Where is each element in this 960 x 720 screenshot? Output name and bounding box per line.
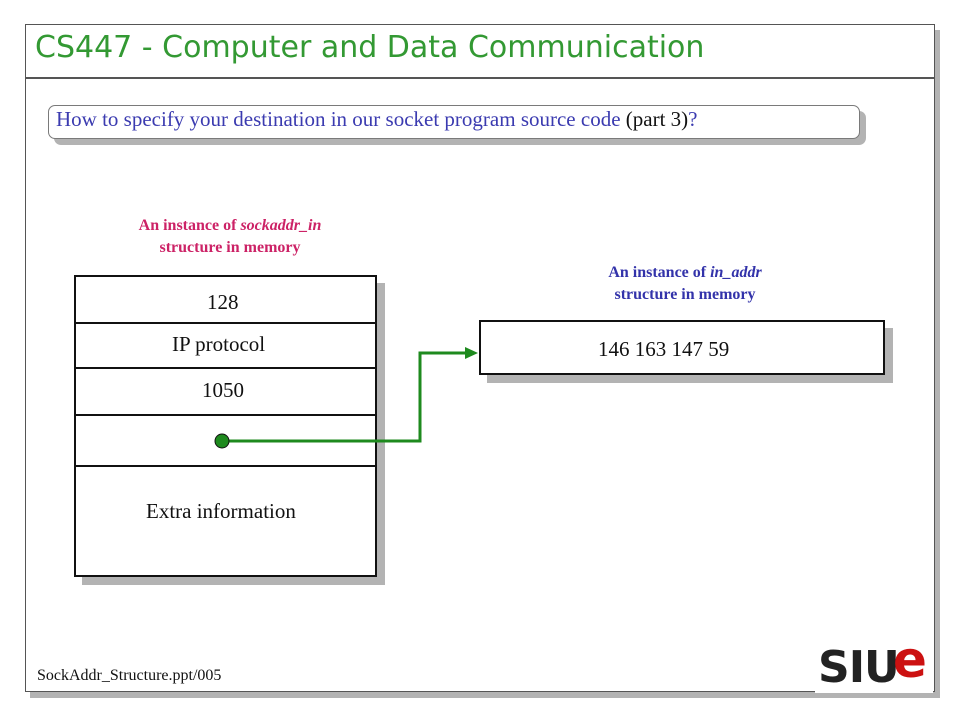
field-family xyxy=(76,277,375,324)
sockaddr-in-type-name: sockaddr_in xyxy=(240,217,322,234)
footer-filename: SockAddr_Structure.ppt/005 xyxy=(37,667,222,684)
question-main: How to specify your destination in our s… xyxy=(56,107,626,131)
field-extra-value: Extra information xyxy=(146,499,296,523)
field-address-pointer xyxy=(76,416,375,467)
in-addr-caption: An instance of in_addr structure in memo… xyxy=(535,262,835,306)
logo-letters: SIU xyxy=(818,642,900,693)
sockaddr-in-caption: An instance of sockaddr_in structure in … xyxy=(80,215,380,259)
sockaddr-in-structure: 128 IP protocol 1050 Extra information xyxy=(74,275,377,577)
question-paren: (part 3) xyxy=(625,107,689,131)
field-port xyxy=(76,369,375,416)
in-addr-structure: 146 163 147 59 xyxy=(479,320,885,375)
field-protocol xyxy=(76,324,375,369)
in-addr-caption-line1: An instance of in_addr xyxy=(608,264,762,281)
field-port-value: 1050 xyxy=(202,378,244,402)
pointer-dot xyxy=(214,433,230,449)
title-divider xyxy=(25,77,935,79)
question-end: ? xyxy=(688,107,698,131)
field-protocol-value: IP protocol xyxy=(172,332,266,356)
question-box xyxy=(48,105,860,139)
logo-accent-letter: e xyxy=(893,631,927,689)
siue-logo: SIU e xyxy=(815,635,933,693)
pointer-arrow-line xyxy=(222,351,467,443)
in-addr-type-name: in_addr xyxy=(710,264,762,281)
pointer-arrowhead xyxy=(465,347,478,359)
in-addr-caption-line2: structure in memory xyxy=(614,286,756,303)
slide-title: CS447 - Computer and Data Communication xyxy=(35,30,705,65)
sockaddr-in-caption-line2: structure in memory xyxy=(159,239,301,256)
sockaddr-in-caption-line1: An instance of sockaddr_in xyxy=(138,217,322,234)
ip-address-value: 146 163 147 59 xyxy=(598,337,730,361)
field-family-value: 128 xyxy=(207,290,239,314)
question-text: How to specify your destination in our s… xyxy=(56,107,698,132)
